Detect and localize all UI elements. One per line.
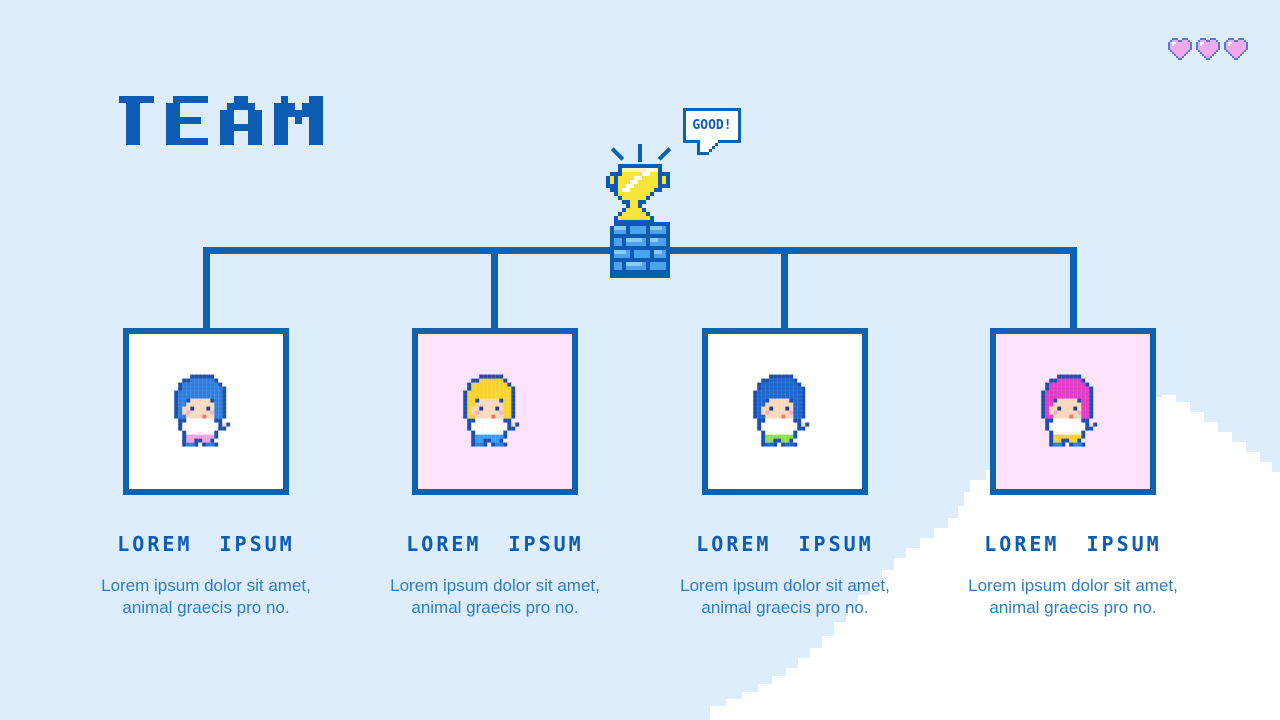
member-description-line: animal graecis pro no. xyxy=(122,598,290,617)
member-description: Lorem ipsum dolor sit amet, animal graeci… xyxy=(390,575,600,619)
org-connector-vertical xyxy=(491,247,498,331)
member-description-line: animal graecis pro no. xyxy=(411,598,579,617)
org-connector-horizontal xyxy=(203,247,1077,254)
member-heading: LOREM IPSUM xyxy=(406,532,584,556)
team-member-column: LOREM IPSUM Lorem ipsum dolor sit amet, a… xyxy=(76,328,336,619)
member-description-line: animal graecis pro no. xyxy=(989,598,1157,617)
character-sprite-girl-blue-hair xyxy=(174,374,234,446)
trophy-icon xyxy=(606,164,674,224)
member-description-line: Lorem ipsum dolor sit amet, xyxy=(968,576,1178,595)
speech-bubble-text: GOOD! xyxy=(692,118,732,133)
team-member-column: LOREM IPSUM Lorem ipsum dolor sit amet, a… xyxy=(365,328,625,619)
brick-pedestal-icon xyxy=(610,222,670,278)
member-heading: LOREM IPSUM xyxy=(117,532,295,556)
title-letter xyxy=(220,96,262,145)
member-card xyxy=(990,328,1156,495)
member-card xyxy=(412,328,578,495)
title-letter xyxy=(166,96,208,145)
character-sprite-boy-blue-hair xyxy=(753,374,813,446)
title-letter xyxy=(274,96,323,145)
title-letter xyxy=(112,96,154,145)
member-description-line: Lorem ipsum dolor sit amet, xyxy=(390,576,600,595)
member-description-line: animal graecis pro no. xyxy=(701,598,869,617)
org-connector-vertical xyxy=(203,247,210,331)
member-description: Lorem ipsum dolor sit amet, animal graeci… xyxy=(680,575,890,619)
member-heading: LOREM IPSUM xyxy=(696,532,874,556)
member-description-line: Lorem ipsum dolor sit amet, xyxy=(680,576,890,595)
heart-icon xyxy=(1224,38,1248,60)
page-title xyxy=(112,96,335,145)
speech-bubble-tail xyxy=(697,140,721,155)
member-description-line: Lorem ipsum dolor sit amet, xyxy=(101,576,311,595)
team-member-column: LOREM IPSUM Lorem ipsum dolor sit amet, a… xyxy=(943,328,1203,619)
hearts-row xyxy=(1168,38,1248,60)
member-description: Lorem ipsum dolor sit amet, animal graeci… xyxy=(968,575,1178,619)
character-sprite-boy-blonde-hair xyxy=(463,374,523,446)
speech-bubble: GOOD! xyxy=(683,108,741,143)
member-card xyxy=(702,328,868,495)
sparkle-icon xyxy=(638,144,642,162)
org-connector-vertical xyxy=(1070,247,1077,331)
member-card xyxy=(123,328,289,495)
member-heading: LOREM IPSUM xyxy=(984,532,1162,556)
character-sprite-girl-magenta-hair xyxy=(1041,374,1101,446)
org-connector-vertical xyxy=(781,247,788,331)
heart-icon xyxy=(1168,38,1192,60)
heart-icon xyxy=(1196,38,1220,60)
member-description: Lorem ipsum dolor sit amet, animal graeci… xyxy=(101,575,311,619)
team-member-column: LOREM IPSUM Lorem ipsum dolor sit amet, a… xyxy=(655,328,915,619)
